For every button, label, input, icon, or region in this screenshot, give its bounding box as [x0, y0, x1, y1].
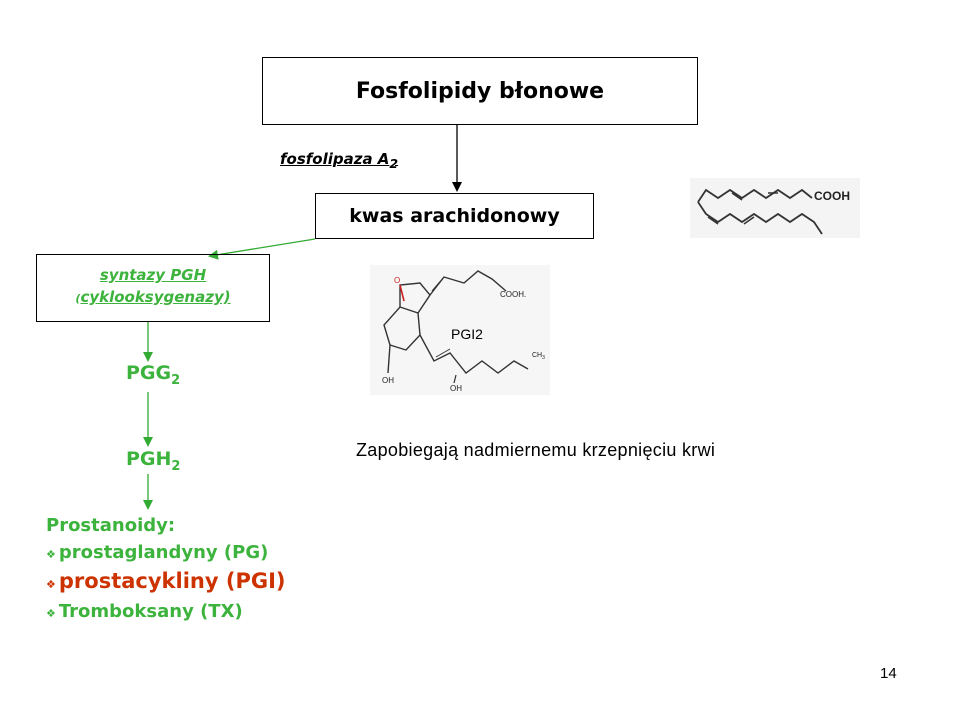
- caption-text: Zapobiegają nadmiernemu krzepnięciu krwi: [356, 440, 716, 460]
- phospholipids-box: Fosfolipidy błonowe: [262, 57, 698, 125]
- prostanoids-title: Prostanoidy:: [46, 515, 176, 536]
- pgi2-structure: O COOH. OH OH CH3: [370, 265, 550, 395]
- ch3-label: CH3: [532, 352, 545, 361]
- prostanoids-list: Prostanoidy: ❖prostaglandyny (PG) ❖prost…: [46, 512, 286, 627]
- cooh-lower-label: COOH.: [500, 290, 526, 299]
- phospholipase-label: fosfolipaza A2: [280, 150, 399, 171]
- list-item: ❖prostaglandyny (PG): [46, 542, 269, 563]
- diamond-bullet-icon: ❖: [46, 607, 56, 620]
- pgh-synthase-label: syntazy PGH: [99, 266, 207, 284]
- arrow-aa-to-cox: [208, 238, 316, 260]
- phospholipids-label: Fosfolipidy błonowe: [355, 78, 605, 104]
- arachidonic-acid-label: kwas arachidonowy: [349, 205, 560, 227]
- list-item: ❖prostacykliny (PGI): [46, 569, 286, 593]
- cyclooxygenase-label: (cyklooksygenazy): [75, 288, 231, 306]
- pgh2-label: PGH2: [126, 448, 181, 474]
- pgg2-label: PGG2: [126, 362, 181, 388]
- pgi2-label: PGI2: [451, 326, 483, 342]
- oxygen-label: O: [394, 276, 400, 285]
- oh-label-1: OH: [382, 376, 394, 385]
- pgh-synthase-box: syntazy PGH (cyklooksygenazy): [36, 254, 270, 322]
- diamond-bullet-icon: ❖: [46, 548, 56, 561]
- list-item: ❖Tromboksany (TX): [46, 601, 243, 622]
- diamond-bullet-icon: ❖: [46, 578, 56, 591]
- arachidonic-acid-structure: COOH: [690, 178, 860, 238]
- oh-label-2: OH: [450, 384, 462, 393]
- page-number: 14: [880, 665, 897, 682]
- cooh-upper-label: COOH: [814, 189, 850, 203]
- arachidonic-acid-box: kwas arachidonowy: [315, 193, 594, 239]
